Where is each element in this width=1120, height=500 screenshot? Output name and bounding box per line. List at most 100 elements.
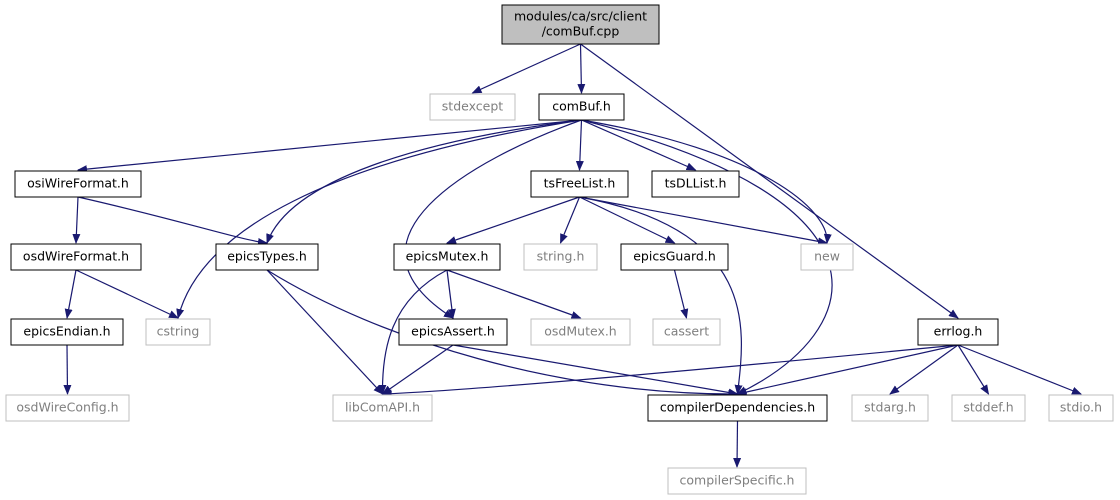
edge-epicsAssert-to-compilerDependencies xyxy=(452,344,739,397)
edge-osdWireFormat-to-epicsEndian xyxy=(64,269,77,319)
edge-errlog-to-stdarg xyxy=(889,344,959,395)
edge-comBuf-to-epicsAssert xyxy=(404,119,582,319)
node-label-stdexcept: stdexcept xyxy=(442,99,503,114)
node-box-epicsAssert xyxy=(398,318,508,346)
edge-comBuf-to-tsDLList xyxy=(581,119,697,171)
node-label-tsFreeList: tsFreeList.h xyxy=(544,176,616,191)
edge-epicsTypes-to-libComAPI xyxy=(266,269,384,395)
node-osdWireConfig: osdWireConfig.h xyxy=(5,394,130,422)
node-tsFreeList[interactable]: tsFreeList.h xyxy=(530,170,629,198)
node-stringh: string.h xyxy=(523,243,598,271)
node-box-osdWireConfig xyxy=(5,394,130,422)
node-label-comBuf: comBuf.h xyxy=(552,99,611,114)
edge-compilerDependencies-to-compilerSpecific xyxy=(733,420,742,468)
edge-osiWireFormat-to-osdWireFormat xyxy=(72,196,81,244)
node-box-stddef xyxy=(951,394,1026,422)
node-root[interactable]: modules/ca/src/client/comBuf.cpp xyxy=(501,4,660,45)
node-label-cstring: cstring xyxy=(157,324,200,339)
node-stdio: stdio.h xyxy=(1048,394,1114,422)
node-label-osdWireFormat: osdWireFormat.h xyxy=(23,249,129,264)
node-new: new xyxy=(800,243,854,271)
node-box-epicsGuard xyxy=(620,243,729,271)
node-box-new xyxy=(800,243,854,271)
node-epicsGuard[interactable]: epicsGuard.h xyxy=(620,243,729,271)
node-box-cstring xyxy=(145,318,211,346)
node-box-cassert xyxy=(652,318,721,346)
edge-root-to-errlog xyxy=(580,43,959,319)
node-box-errlog xyxy=(917,318,999,346)
edge-osiWireFormat-to-epicsTypes xyxy=(77,196,268,246)
node-osiWireFormat[interactable]: osiWireFormat.h xyxy=(14,170,142,198)
node-label-epicsEndian: epicsEndian.h xyxy=(23,324,110,339)
node-box-stringh xyxy=(523,243,598,271)
node-box-stdarg xyxy=(851,394,929,422)
node-osdMutex: osdMutex.h xyxy=(530,318,631,346)
node-label-cassert: cassert xyxy=(664,324,709,339)
edge-errlog-to-stdio xyxy=(957,344,1082,395)
node-box-osiWireFormat xyxy=(14,170,142,198)
edge-errlog-to-libComAPI xyxy=(381,344,959,398)
node-box-epicsMutex xyxy=(393,243,501,271)
edge-tsFreeList-to-new xyxy=(579,196,828,246)
node-label-compilerSpecific: compilerSpecific.h xyxy=(680,473,795,488)
node-label-stdarg: stdarg.h xyxy=(864,400,916,415)
edge-epicsTypes-to-compilerDependencies xyxy=(266,269,739,399)
node-label-osdMutex: osdMutex.h xyxy=(544,324,616,339)
edge-tsFreeList-to-compilerDependencies xyxy=(579,196,743,395)
nodes-layer: modules/ca/src/client/comBuf.cpp stdexcep… xyxy=(5,4,1114,495)
node-epicsAssert[interactable]: epicsAssert.h xyxy=(398,318,508,346)
node-epicsMutex[interactable]: epicsMutex.h xyxy=(393,243,501,271)
edge-tsFreeList-to-epicsGuard xyxy=(579,196,676,244)
edge-epicsMutex-to-libComAPI xyxy=(378,269,448,395)
edge-comBuf-to-cstring xyxy=(176,119,582,319)
node-tsDLList[interactable]: tsDLList.h xyxy=(651,170,740,198)
edge-root-to-stdexcept xyxy=(471,43,581,94)
node-label-osiWireFormat: osiWireFormat.h xyxy=(27,176,129,191)
node-box-epicsEndian xyxy=(10,318,124,346)
node-box-compilerDependencies xyxy=(647,394,828,422)
node-box-compilerSpecific xyxy=(667,467,807,495)
node-label-errlog: errlog.h xyxy=(934,324,983,339)
node-label-epicsAssert: epicsAssert.h xyxy=(411,324,495,339)
node-osdWireFormat[interactable]: osdWireFormat.h xyxy=(10,243,142,271)
node-compilerDependencies[interactable]: compilerDependencies.h xyxy=(647,394,828,422)
edge-comBuf-to-epicsTypes xyxy=(266,119,582,244)
node-stdexcept: stdexcept xyxy=(429,93,516,121)
node-label-epicsGuard: epicsGuard.h xyxy=(633,249,716,264)
node-label-epicsTypes: epicsTypes.h xyxy=(227,249,307,264)
node-label-epicsMutex: epicsMutex.h xyxy=(406,249,489,264)
node-label-root: modules/ca/src/client xyxy=(514,9,647,24)
edge-epicsEndian-to-osdWireConfig xyxy=(63,344,72,395)
node-box-stdio xyxy=(1048,394,1114,422)
node-cstring: cstring xyxy=(145,318,211,346)
edge-tsFreeList-to-epicsMutex xyxy=(446,196,580,244)
node-epicsEndian[interactable]: epicsEndian.h xyxy=(10,318,124,346)
edge-errlog-to-compilerDependencies xyxy=(736,344,959,396)
node-box-comBuf xyxy=(538,93,625,121)
node-box-epicsTypes xyxy=(215,243,319,271)
edge-epicsMutex-to-epicsAssert xyxy=(446,269,456,319)
node-label-stdio: stdio.h xyxy=(1060,400,1102,415)
node-stddef: stddef.h xyxy=(951,394,1026,422)
edge-epicsAssert-to-libComAPI xyxy=(381,344,454,395)
node-box-osdWireFormat xyxy=(10,243,142,271)
node-box-root xyxy=(501,4,660,45)
node-epicsTypes[interactable]: epicsTypes.h xyxy=(215,243,319,271)
node-label-tsDLList: tsDLList.h xyxy=(665,176,727,191)
edge-tsFreeList-to-stringh xyxy=(559,196,581,244)
node-box-tsDLList xyxy=(651,170,740,198)
node-compilerSpecific: compilerSpecific.h xyxy=(667,467,807,495)
edge-errlog-to-stddef xyxy=(957,344,990,395)
node-comBuf[interactable]: comBuf.h xyxy=(538,93,625,121)
node-label-libComAPI: libComAPI.h xyxy=(345,400,420,415)
node-errlog[interactable]: errlog.h xyxy=(917,318,999,346)
node-box-tsFreeList xyxy=(530,170,629,198)
edge-comBuf-to-tsFreeList xyxy=(575,119,584,171)
node-box-libComAPI xyxy=(332,394,433,422)
edge-root-to-comBuf xyxy=(577,43,586,94)
node-label-stddef: stddef.h xyxy=(963,400,1013,415)
node-stdarg: stdarg.h xyxy=(851,394,929,422)
edge-epicsGuard-to-cassert xyxy=(673,269,689,319)
node-label-compilerDependencies: compilerDependencies.h xyxy=(660,400,815,415)
